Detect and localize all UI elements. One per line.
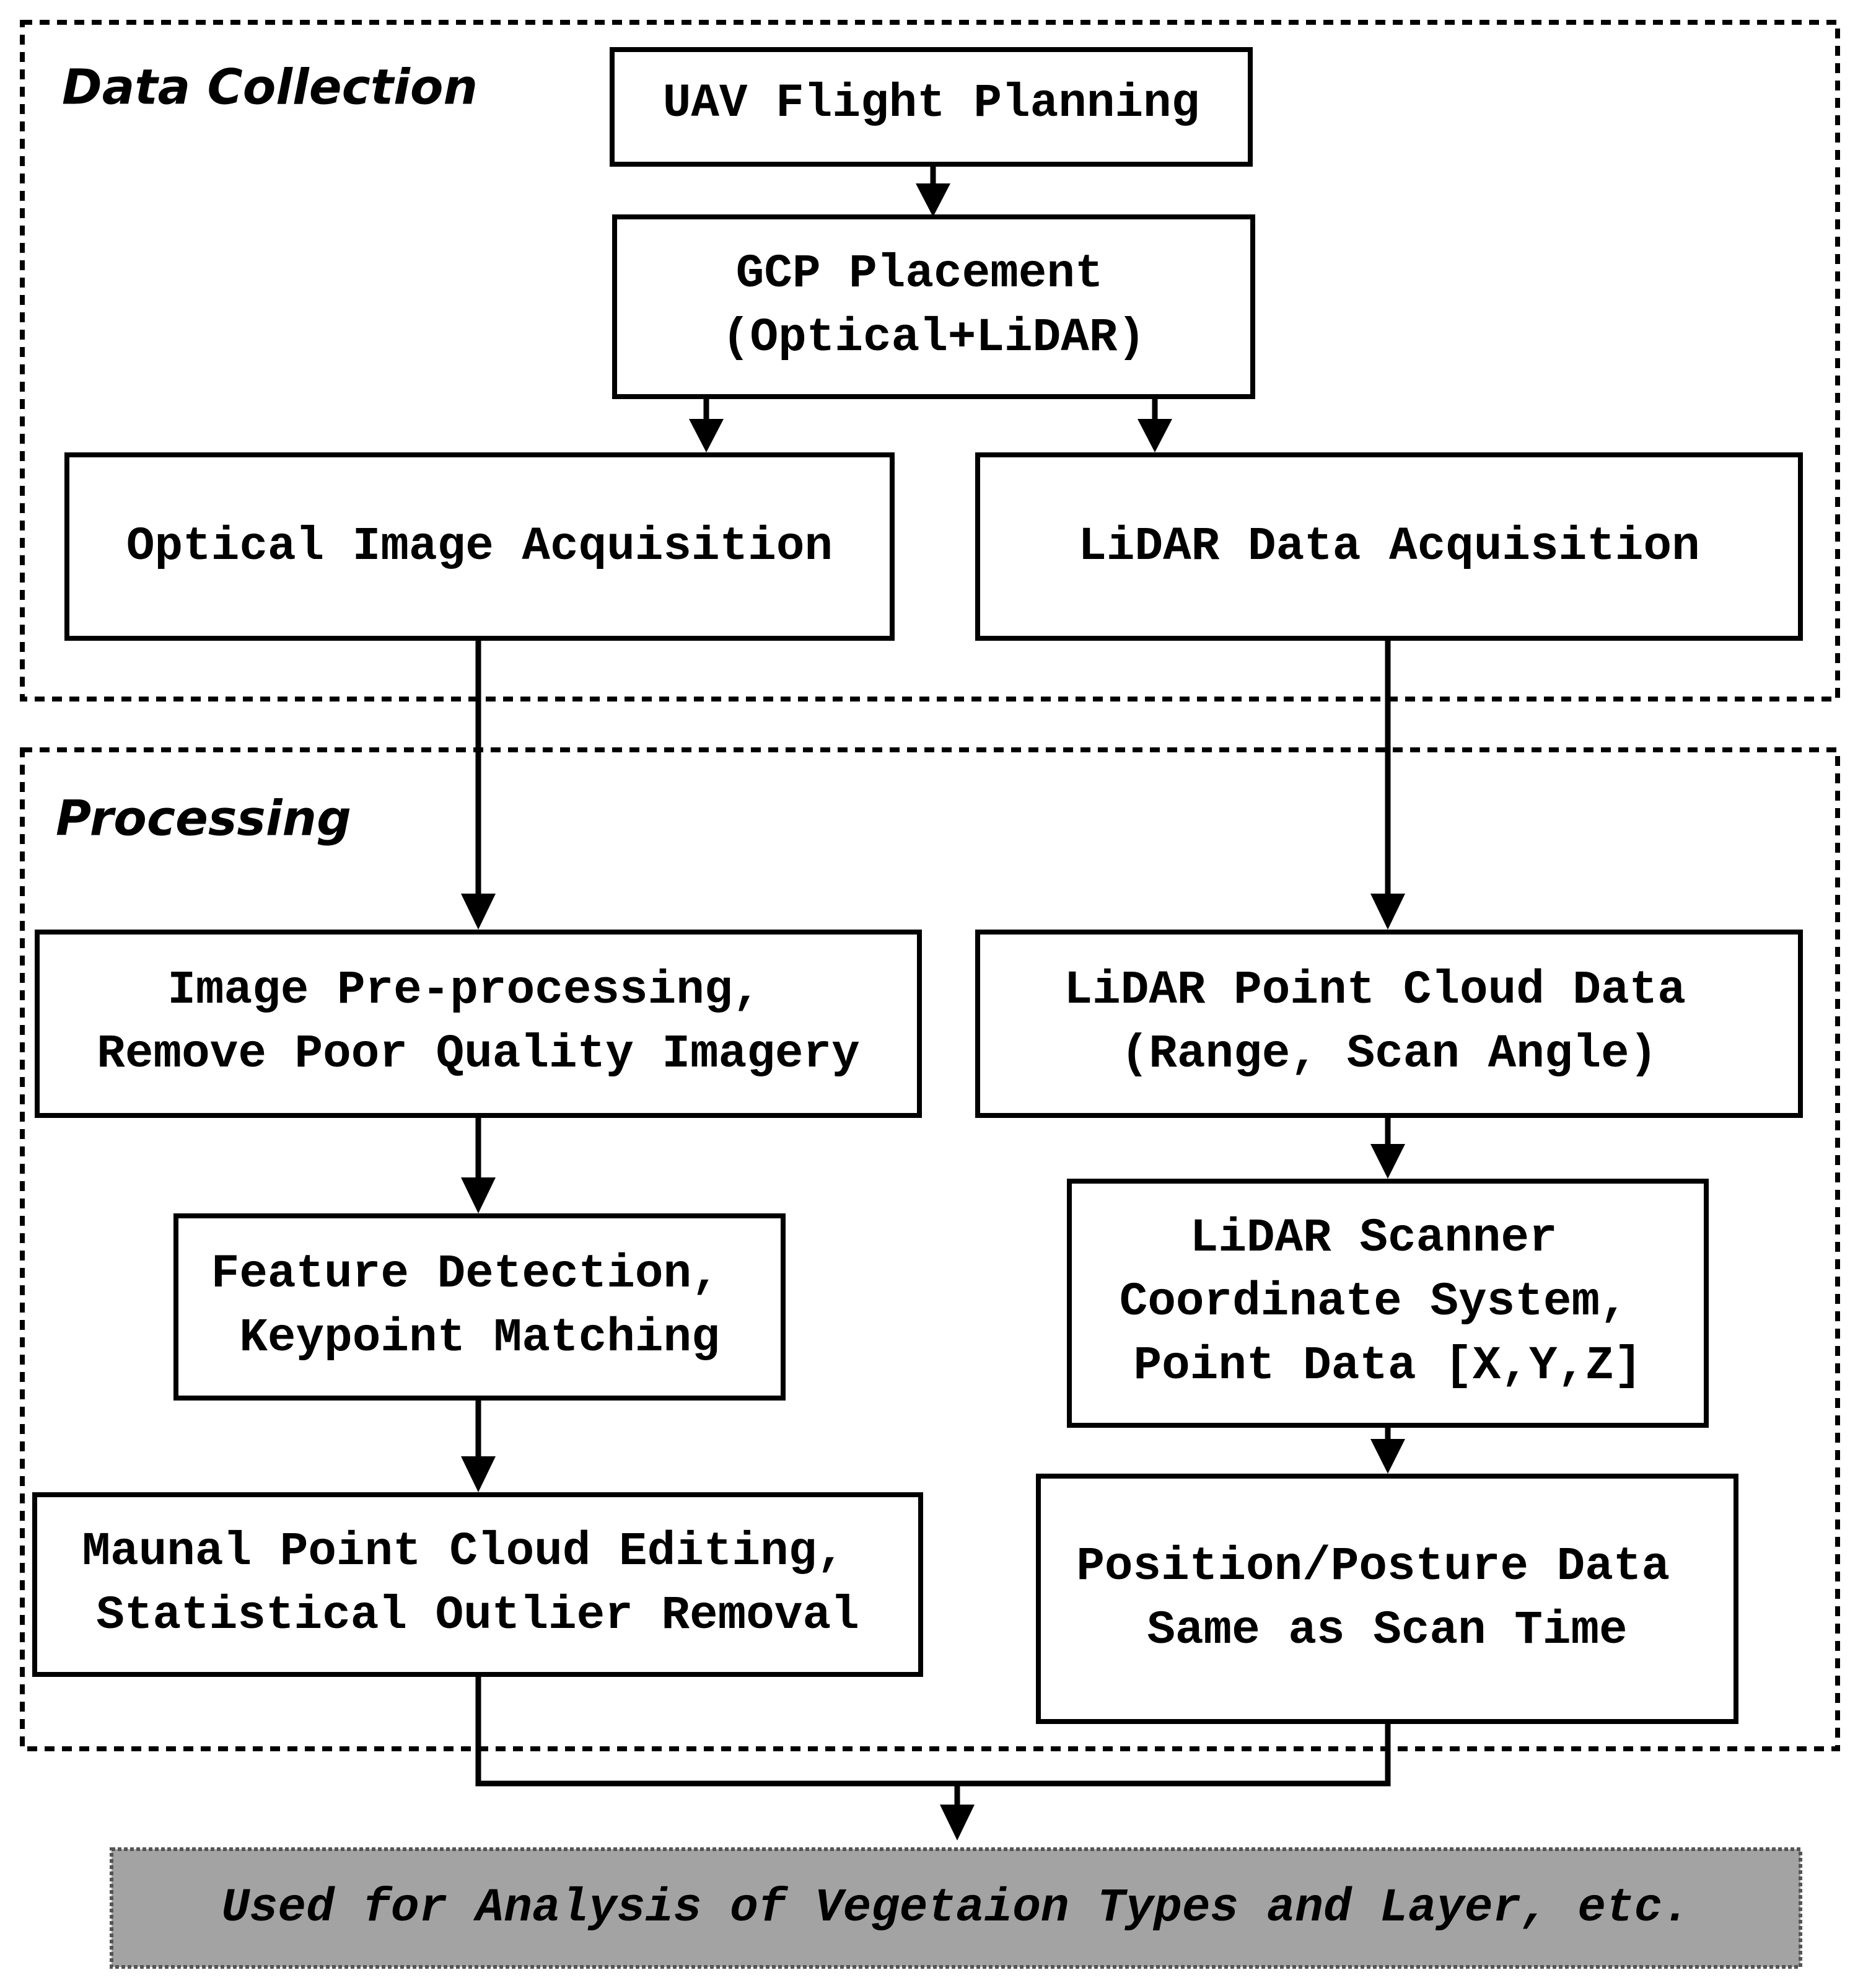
node-label: LiDAR Point Cloud Data (Range, Scan Angl…: [1064, 964, 1714, 1081]
final-output-label: Used for Analysis of Vegetaion Types and…: [221, 1881, 1691, 1935]
arrowhead-editing: [461, 1456, 496, 1492]
node-box: [610, 47, 1253, 167]
node-label: Image Pre-processing, Remove Poor Qualit…: [97, 964, 859, 1081]
node-feature-detection: Feature Detection, Keypoint Matching: [173, 1213, 786, 1401]
node-box: [1036, 1474, 1738, 1724]
processing-frame: [20, 747, 1840, 1751]
node-label-line: Coordinate System,: [1120, 1275, 1628, 1329]
node-label-line: Statistical Outlier Removal: [96, 1589, 859, 1642]
node-box: [173, 1213, 786, 1401]
node-label: Position/Posture Data Same as Scan Time: [1076, 1540, 1698, 1657]
node-lidar-point-cloud-data: LiDAR Point Cloud Data (Range, Scan Angl…: [975, 930, 1803, 1118]
node-manual-point-cloud-editing: Maunal Point Cloud Editing, Statistical …: [32, 1492, 923, 1677]
node-label-line: Keypoint Matching: [239, 1311, 719, 1365]
node-box: [975, 452, 1803, 641]
node-box: [35, 930, 922, 1118]
data-collection-frame: [20, 20, 1840, 702]
arrowhead-preprocessing: [461, 894, 496, 930]
node-image-preprocessing: Image Pre-processing, Remove Poor Qualit…: [35, 930, 922, 1118]
node-label-line: Feature Detection,: [211, 1247, 720, 1301]
node-lidar-scanner-coordinate: LiDAR Scanner Coordinate System, Point D…: [1067, 1179, 1709, 1428]
node-label: LiDAR Scanner Coordinate System, Point D…: [1120, 1212, 1657, 1392]
node-label-line: UAV Flight Planning: [663, 77, 1200, 130]
arrowhead-position: [1370, 1439, 1405, 1474]
final-output-box: [110, 1847, 1802, 1969]
node-label-line: Optical Image Acquisition: [126, 520, 833, 573]
node-label-line: LiDAR Scanner: [1190, 1212, 1558, 1265]
node-label-line: Used for Analysis of Vegetaion Types and…: [221, 1881, 1691, 1935]
node-label: Optical Image Acquisition: [126, 520, 833, 573]
connectors: [461, 164, 1405, 1841]
node-lidar-data-acquisition: LiDAR Data Acquisition: [975, 452, 1803, 641]
node-label-line: Remove Poor Quality Imagery: [97, 1027, 859, 1081]
node-box: [64, 452, 895, 641]
data-collection-label: Data Collection: [62, 59, 478, 115]
node-label: GCP Placement (Optical+LiDAR): [722, 247, 1146, 364]
node-label: Maunal Point Cloud Editing, Statistical …: [82, 1525, 873, 1642]
node-final-output: Used for Analysis of Vegetaion Types and…: [110, 1847, 1802, 1969]
node-label: UAV Flight Planning: [663, 77, 1200, 130]
node-box: [612, 214, 1255, 399]
node-label-line: (Optical+LiDAR): [722, 311, 1146, 364]
node-label-line: Point Data [X,Y,Z]: [1134, 1339, 1642, 1392]
node-label-line: Same as Scan Time: [1147, 1604, 1627, 1657]
node-label-line: LiDAR Data Acquisition: [1078, 520, 1699, 573]
arrowhead-optical-acq: [689, 419, 724, 452]
arrowhead-point-cloud: [1370, 894, 1405, 930]
arrowhead-lidar-acq: [1138, 419, 1172, 452]
node-position-posture-data: Position/Posture Data Same as Scan Time: [1036, 1474, 1738, 1724]
node-label-line: GCP Placement: [736, 247, 1103, 301]
node-gcp-placement: GCP Placement (Optical+LiDAR): [612, 214, 1255, 399]
node-optical-image-acquisition: Optical Image Acquisition: [64, 452, 895, 641]
node-uav-flight-planning: UAV Flight Planning: [610, 47, 1253, 167]
node-label-line: LiDAR Point Cloud Data: [1064, 964, 1686, 1017]
arrowhead-scanner: [1370, 1144, 1405, 1179]
node-box: [32, 1492, 923, 1677]
node-label: LiDAR Data Acquisition: [1078, 520, 1699, 573]
edge-merge-to-final: [475, 1674, 1391, 1787]
arrowhead-final: [940, 1805, 975, 1841]
node-label-line: Position/Posture Data: [1076, 1540, 1670, 1593]
node-box: [1067, 1179, 1709, 1428]
arrowhead-feature: [461, 1177, 496, 1213]
node-label-line: Image Pre-processing,: [167, 964, 761, 1017]
node-box: [975, 930, 1803, 1118]
processing-label: Processing: [56, 791, 351, 847]
node-label-line: Maunal Point Cloud Editing,: [82, 1525, 844, 1578]
arrowhead-gcp: [916, 183, 950, 217]
node-label: Feature Detection, Keypoint Matching: [211, 1247, 748, 1365]
node-label-line: (Range, Scan Angle): [1121, 1027, 1658, 1081]
